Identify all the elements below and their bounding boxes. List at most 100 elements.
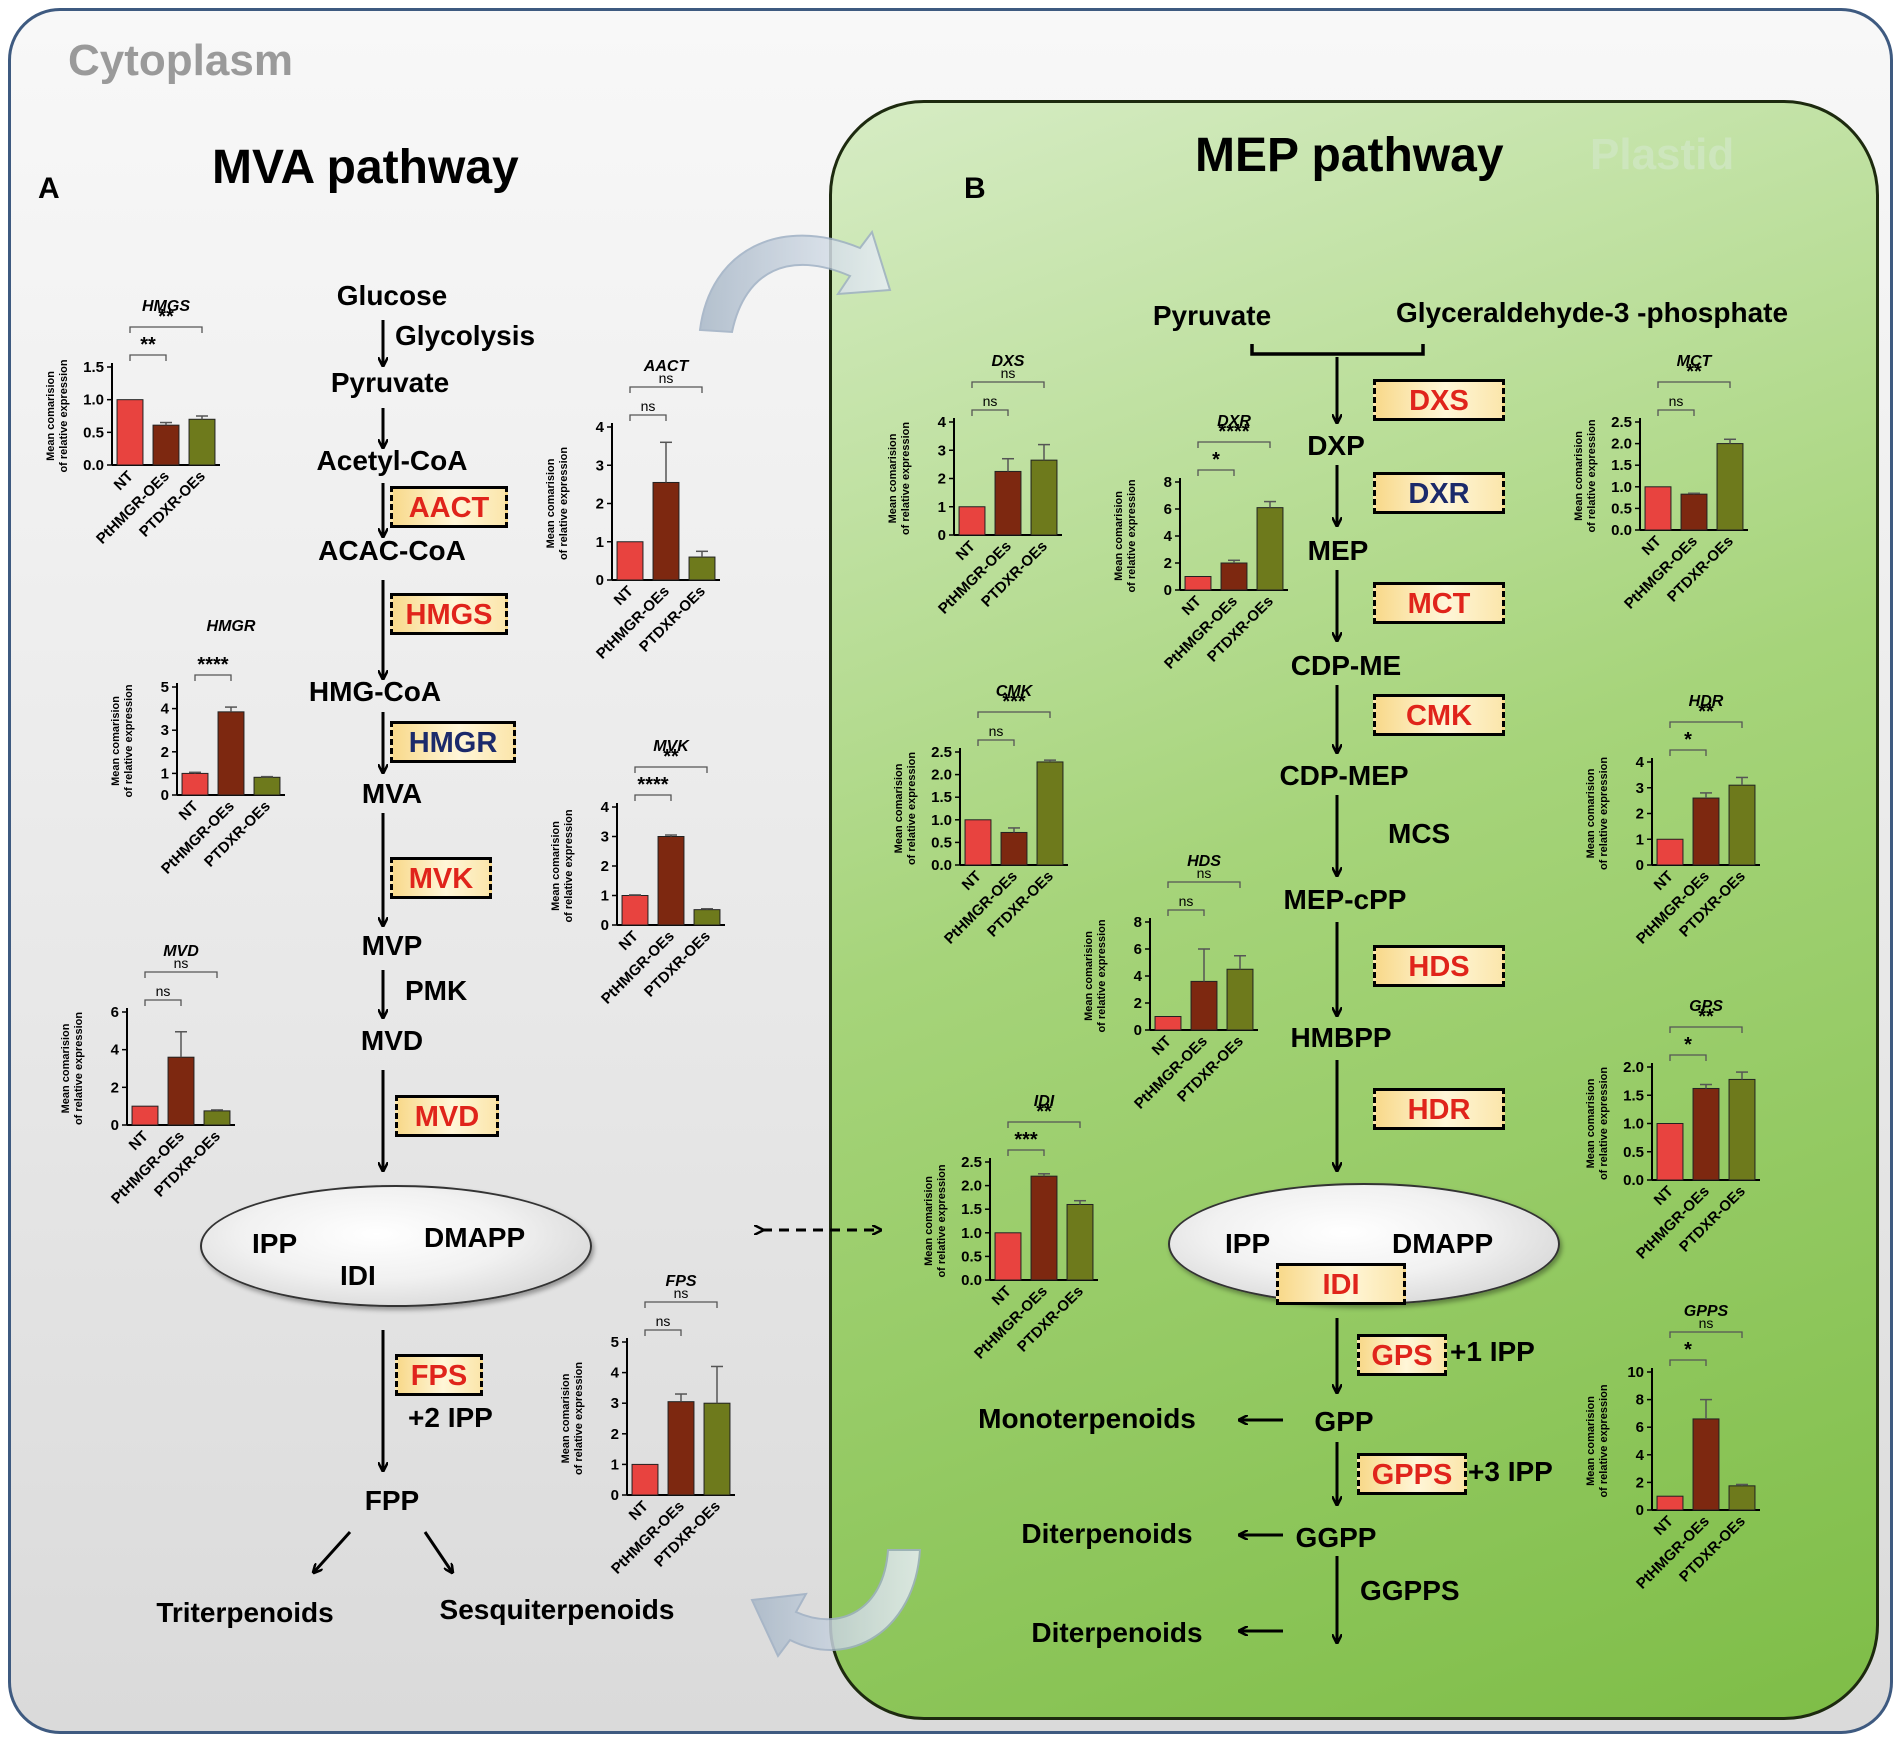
chart-bar [203, 1110, 231, 1126]
chart-ytick-label: 0.5 [1611, 500, 1632, 517]
metabolite-pyruvate-mep: Pyruvate [1152, 300, 1272, 331]
metabolite-ipp-mva: IPP [252, 1228, 298, 1259]
metabolite-ipp-mep: IPP [1225, 1228, 1271, 1259]
chart-bar [1030, 459, 1058, 536]
chart-ylabel: Mean comarisionof relative expression [1083, 919, 1108, 1032]
enzyme-mvd: MVD [395, 1095, 499, 1137]
chart-ytick-label: 4 [1164, 528, 1173, 545]
chart-sig-bracket [977, 711, 1051, 718]
chart-ytick-label: 2.0 [931, 767, 952, 784]
chart-bar [1256, 507, 1284, 591]
chart-bar [958, 506, 986, 536]
chart-bar [1680, 493, 1708, 531]
cytoplasm-label: Cytoplasm [68, 36, 293, 85]
chart-ytick-label: 3 [1636, 780, 1644, 797]
chart-sig-bracket [1669, 1026, 1743, 1033]
enzyme-mvk: MVK [390, 857, 492, 899]
chart-xtick-label: NT [1651, 868, 1677, 894]
chart-bar [116, 399, 144, 466]
chart-bar [994, 470, 1022, 536]
chart-sig-label: ns [641, 398, 656, 414]
chart-ylabel: Mean comarisionof relative expression [545, 447, 570, 560]
chart-ylabel: Mean comarisionof relative expression [45, 359, 70, 472]
chart-ytick-label: 4 [938, 414, 947, 431]
metabolite-g3p: Glyceraldehyde-3 -phosphate [1395, 297, 1789, 328]
chart-sig-label: * [1684, 1034, 1692, 1056]
chart-xtick-label: NT [611, 583, 637, 609]
chart-ytick-label: 0.0 [83, 457, 104, 474]
chart-sig-label: **** [637, 774, 668, 796]
chart-sig-bracket [129, 354, 167, 361]
chart-bar [1692, 1087, 1720, 1181]
chart-sig-bracket [1167, 881, 1241, 888]
chart-sig-bracket [644, 1301, 718, 1308]
chart-ytick-label: 0.0 [931, 857, 952, 874]
chart-bar [1036, 761, 1064, 866]
chart-ylabel: Mean comarisionof relative expression [893, 752, 918, 865]
chart-xtick-label: NT [1179, 593, 1205, 619]
chart-ytick-label: 0 [1134, 1022, 1142, 1039]
chart-xtick-label: NT [989, 1283, 1015, 1309]
chart-ytick-label: 4 [601, 799, 610, 816]
chart-ytick-label: 2 [1134, 995, 1142, 1012]
chart-bar [131, 1105, 159, 1126]
chart-bar [994, 1232, 1022, 1281]
chart-ytick-label: 8 [1164, 474, 1172, 491]
chart-sig-label: ns [983, 393, 998, 409]
ipp-addition-gps: +1 IPP [1450, 1336, 1535, 1367]
chart-ytick-label: 2 [111, 1079, 119, 1096]
chart-sig-label: * [1684, 1339, 1692, 1361]
chart-ytick-label: 4 [1636, 754, 1645, 771]
chart-ytick-label: 2 [601, 858, 609, 875]
chart-ytick-label: 2.0 [1623, 1059, 1644, 1076]
chart-sig-bracket [634, 794, 672, 801]
chart-sig-bracket [194, 674, 232, 681]
enzyme-cmk: CMK [1373, 694, 1505, 736]
chart-xtick-label: NT [126, 1128, 152, 1154]
metabolite-dxp: DXP [1307, 430, 1365, 461]
chart-ytick-label: 3 [161, 722, 169, 739]
process-glycolysis: Glycolysis [395, 320, 536, 351]
chart-bar [1644, 486, 1672, 531]
chart-ytick-label: 0 [601, 917, 609, 934]
chart-ytick-label: 0 [938, 527, 946, 544]
metabolite-dmapp-mva: DMAPP [424, 1222, 526, 1253]
enzyme-dxs: DXS [1373, 379, 1505, 421]
chart-sig-bracket [1197, 441, 1271, 448]
chart-xtick-label: NT [1651, 1513, 1677, 1539]
chart-bar [188, 418, 216, 466]
chart-ytick-label: 1.5 [83, 359, 104, 376]
chart-bar [253, 776, 281, 796]
chart-sig-label: ** [1698, 1006, 1714, 1028]
chart-ytick-label: 1.5 [1623, 1087, 1644, 1104]
enzyme-dxr: DXR [1373, 472, 1505, 514]
chart-ytick-label: 2 [938, 471, 946, 488]
chart-sig-bracket [971, 381, 1045, 388]
chart-ytick-label: 2 [161, 744, 169, 761]
enzyme-hds: HDS [1373, 945, 1505, 987]
metabolite-mvd: MVD [360, 1025, 424, 1056]
chart-bar [1184, 576, 1212, 591]
ipp-addition-gpps: +3 IPP [1468, 1456, 1553, 1487]
enzyme-hmgr: HMGR [390, 721, 516, 763]
chart-ytick-label: 2 [611, 1426, 619, 1443]
chart-ylabel: Mean comarisionof relative expression [550, 809, 575, 922]
metabolite-glucose: Glucose [336, 280, 448, 311]
chart-ytick-label: 5 [611, 1334, 619, 1351]
transfer-arrow-top [698, 229, 892, 334]
chart-sig-label: ns [1001, 365, 1016, 381]
chart-ytick-label: 0.0 [961, 1272, 982, 1289]
enzyme-idi-mva: IDI [340, 1260, 376, 1291]
plastid-label: Plastid [1590, 130, 1735, 179]
chart-bar [667, 1401, 695, 1496]
chart-sig-label: ns [674, 1285, 689, 1301]
chart-sig-bracket [971, 409, 1009, 416]
chart-bar [1716, 443, 1744, 531]
chart-bar [1000, 831, 1028, 866]
chart-sig-label: **** [1218, 421, 1249, 443]
chart-sig-bracket [1007, 1149, 1045, 1156]
